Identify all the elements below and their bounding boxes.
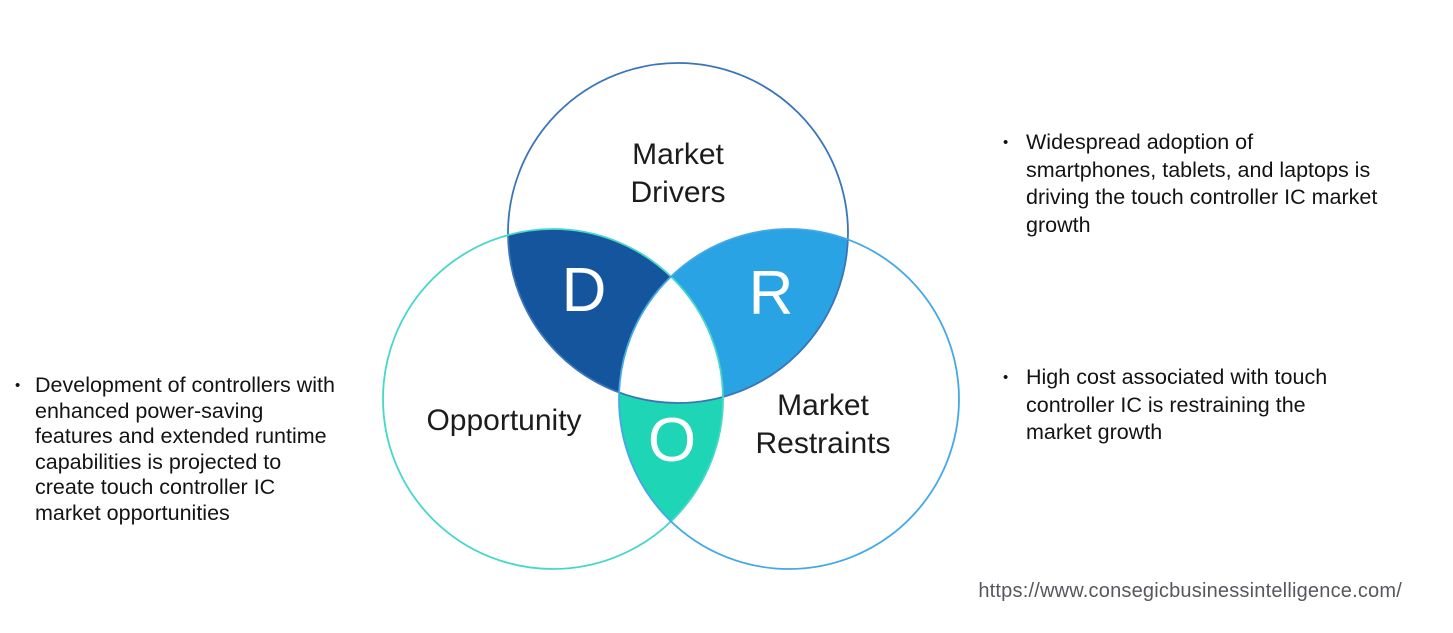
drivers-note-text: Widespread adoption of smartphones, tabl… — [1026, 130, 1378, 237]
bullet-icon: • — [1003, 369, 1009, 386]
bullet-icon: • — [1003, 134, 1009, 151]
drivers-circle-outline — [507, 62, 849, 404]
drivers-note: • Widespread adoption of smartphones, ta… — [1003, 129, 1443, 239]
opportunity-circle-outline — [382, 228, 724, 570]
letter-o: O — [647, 406, 697, 475]
opportunity-label: Opportunity — [426, 404, 582, 437]
restraints-note: • High cost associated with touch contro… — [1003, 364, 1413, 447]
letter-d: D — [561, 256, 607, 325]
bullet-icon: • — [15, 377, 21, 394]
drivers-label: Market Drivers — [630, 138, 726, 209]
site-url: https://www.consegicbusinessintelligence… — [978, 580, 1402, 602]
restraints-label: Market Restraints — [755, 389, 891, 460]
opportunity-note: • Development of controllers with enhanc… — [15, 373, 390, 526]
letter-r: R — [748, 259, 794, 328]
restraints-circle-outline — [618, 228, 960, 570]
opportunity-note-text: Development of controllers with enhanced… — [35, 373, 335, 525]
restraints-note-text: High cost associated with touch controll… — [1026, 365, 1328, 444]
